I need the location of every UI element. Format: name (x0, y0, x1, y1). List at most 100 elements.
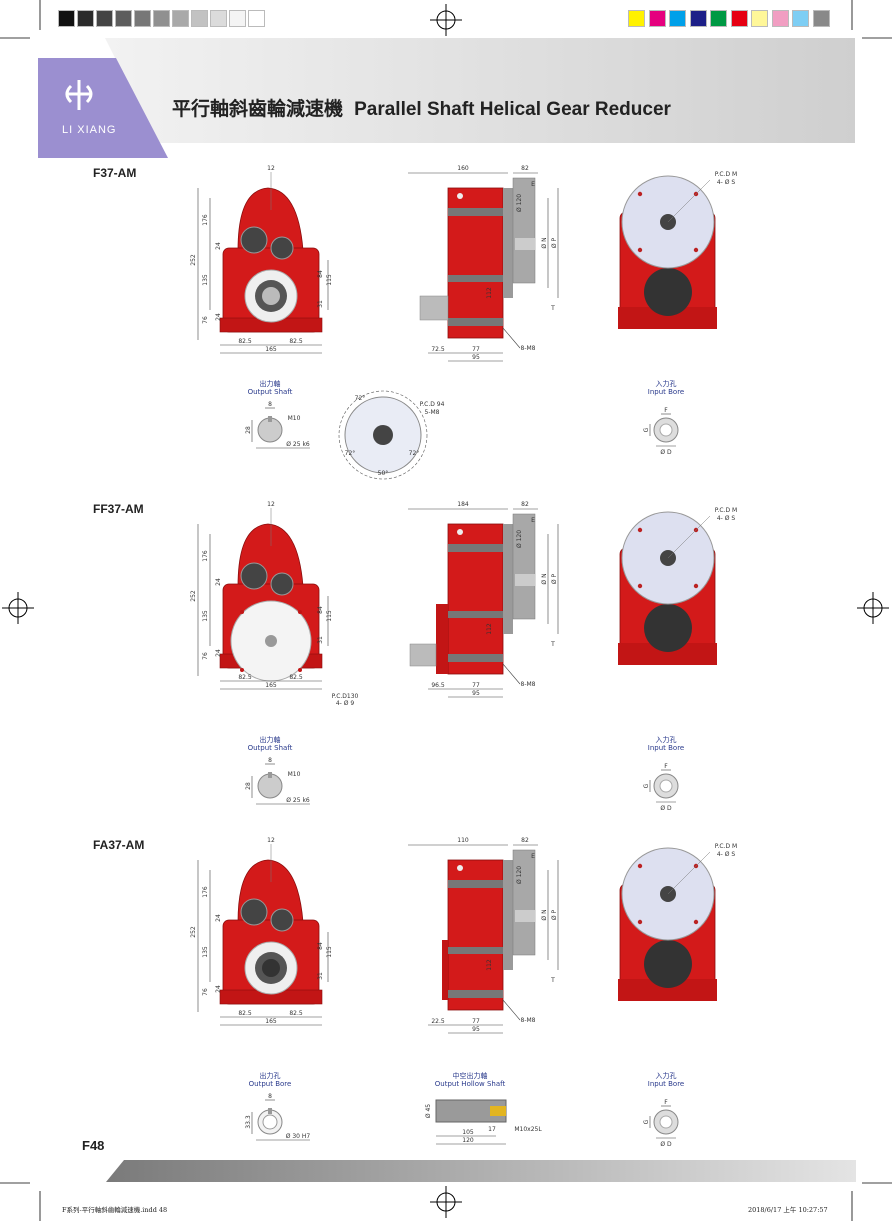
footer-date: 2018/6/17 上午 10:27:57 (748, 1206, 828, 1214)
dimension-label: Ø N (541, 573, 548, 584)
input-bore-detail (653, 1109, 679, 1135)
dimension-label: 72° (345, 450, 356, 457)
gray-swatch (229, 10, 246, 27)
dimension-label: 95 (472, 690, 480, 697)
header-band (105, 38, 855, 143)
dimension-label: 165 (265, 346, 277, 353)
model-label: F37-AM (93, 166, 137, 180)
color-swatch (669, 10, 686, 27)
gear-side-view (442, 849, 536, 1011)
dimension-label: 76 (202, 652, 209, 660)
dimension-label: 105 (462, 1129, 474, 1136)
dimension-label: Ø D (660, 805, 672, 812)
dimension-label: M10 (288, 771, 301, 778)
color-swatch (689, 10, 707, 27)
dimension-label: 76 (202, 988, 209, 996)
color-swatch (771, 10, 789, 27)
page-title-cn: 平行軸斜齒輪減速機 (172, 98, 344, 120)
output-detail-title-en: Output Shaft (247, 744, 293, 752)
dimension-label: 165 (265, 1018, 277, 1025)
brand-logo (38, 58, 168, 158)
dimension-label: T (550, 641, 555, 648)
dimension-label: 77 (472, 346, 480, 353)
dimension-label: E (531, 181, 535, 188)
dimension-label: Ø P (551, 573, 558, 584)
dimension-label: Ø 45 (425, 1104, 432, 1118)
dimension-label: 33.3 (245, 1115, 252, 1129)
gear-input-view (618, 175, 717, 329)
dimension-label: 84 (317, 270, 324, 278)
dimension-label: P.C.D M (715, 843, 737, 850)
dimension-label: 112 (486, 287, 493, 299)
dimension-label: F (664, 1099, 668, 1106)
dimension-label: 135 (202, 610, 209, 622)
dimension-label: P.C.D M (715, 171, 737, 178)
logo-text: LI XIANG (62, 124, 117, 136)
dimension-label: Ø 25 k6 (286, 797, 310, 804)
dimension-label: T (550, 305, 555, 312)
dimension-label: F (664, 763, 668, 770)
dimension-label: Ø P (551, 909, 558, 920)
dimension-label: 82.5 (289, 1010, 303, 1017)
gear-front-view (219, 523, 323, 682)
dimension-label: Ø N (541, 909, 548, 920)
dimension-label: 31 (317, 636, 324, 644)
dimension-label: 4- Ø S (717, 515, 736, 522)
dimension-label: 31 (317, 300, 324, 308)
output-detail-title-en: Output Bore (248, 1080, 292, 1088)
dimension-label: 72° (409, 450, 420, 457)
page-title-en: Parallel Shaft Helical Gear Reducer (354, 99, 671, 120)
dimension-label: F (664, 407, 668, 414)
dimension-label: E (531, 517, 535, 524)
page-number: F48 (82, 1138, 105, 1153)
dimension-label: 22.5 (431, 1018, 445, 1025)
output-bore-detail (257, 1108, 283, 1135)
input-bore-title-en: Input Bore (647, 388, 685, 396)
dimension-label: 95 (472, 354, 480, 361)
dimension-label: 112 (486, 623, 493, 635)
dimension-label: Ø 30 H7 (286, 1133, 311, 1140)
dimension-label: 12 (267, 165, 275, 172)
input-bore-title-cn: 入力孔 (655, 380, 677, 388)
dimension-label: 77 (472, 1018, 480, 1025)
dimension-label: 8-M8 (521, 345, 536, 352)
dimension-label: M10x25L (514, 1126, 542, 1133)
dimension-label: 82 (521, 501, 529, 508)
input-bore-title-en: Input Bore (647, 744, 685, 752)
dimension-label: 115 (326, 274, 333, 286)
output-shaft-detail (257, 772, 283, 799)
dimension-label: 82.5 (289, 338, 303, 345)
dimension-label: Ø N (541, 237, 548, 248)
input-bore-title-en: Input Bore (647, 1080, 685, 1088)
color-swatch (812, 10, 830, 27)
dimension-label: E (531, 853, 535, 860)
color-swatch (710, 10, 727, 27)
dimension-label: 28 (245, 426, 252, 434)
gear-side-view (419, 177, 536, 339)
dimension-label: Ø 120 (516, 866, 523, 884)
dimension-label: 76 (202, 316, 209, 324)
dimension-label: 4- Ø S (717, 851, 736, 858)
dimension-label: 176 (202, 886, 209, 898)
output-detail-title-en: Output Shaft (247, 388, 293, 396)
gray-swatch (153, 10, 170, 27)
gray-swatch (248, 10, 265, 27)
dimension-label: 8-M8 (521, 681, 536, 688)
dimension-label: P.C.D130 (332, 693, 359, 700)
output-detail-title-cn: 出力軸 (259, 380, 281, 388)
dimension-label: 82.5 (238, 338, 252, 345)
dimension-label: 28 (245, 782, 252, 790)
dimension-label: 17 (488, 1126, 496, 1133)
dimension-label: 4- Ø S (717, 179, 736, 186)
input-bore-detail (653, 417, 679, 443)
dimension-label: 50° (378, 470, 389, 477)
dimension-label: P.C.D M (715, 507, 737, 514)
gray-swatch (96, 10, 113, 27)
hollow-shaft-drawing (435, 1099, 507, 1123)
output-detail-title-cn: 出力軸 (259, 736, 281, 744)
dimension-label: 8 (268, 757, 272, 764)
